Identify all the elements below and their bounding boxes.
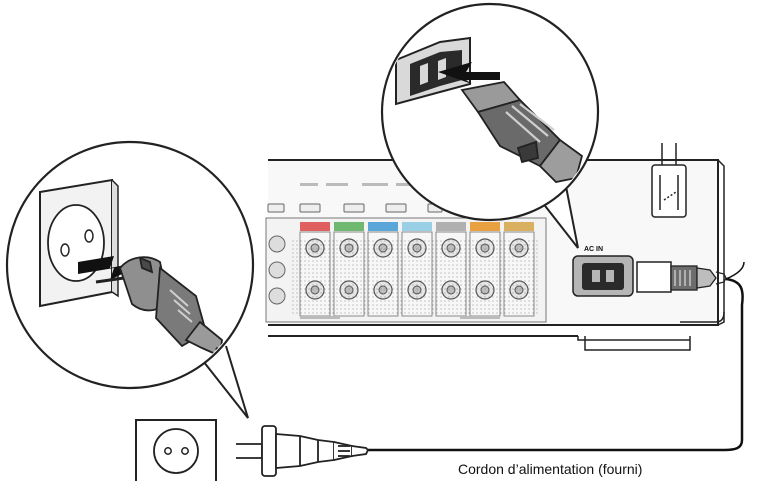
iec-socket-closeup-icon — [395, 36, 471, 106]
power-cord — [368, 261, 745, 452]
magnifier-top — [380, 2, 600, 222]
power-plug-icon — [236, 425, 370, 477]
power-cord-caption: Cordon d’alimentation (fourni) — [458, 461, 642, 477]
terminal-color-tag — [402, 222, 432, 231]
wall-outlet-icon — [135, 419, 217, 481]
ac-in-socket: AC IN — [572, 246, 634, 297]
magnifier-left — [5, 140, 255, 390]
wall-socket-closeup-icon — [39, 178, 119, 308]
terminal-color-tag — [504, 222, 534, 231]
ac-in-label: AC IN — [584, 246, 603, 253]
speaker-terminals — [265, 217, 547, 323]
terminal-color-tag — [436, 222, 466, 231]
iec-plug-closeup-icon — [460, 81, 595, 196]
cable-clip — [651, 143, 687, 218]
panel-label-row — [300, 183, 410, 186]
hdmi-row — [267, 203, 443, 213]
insert-arrow-icon — [438, 62, 500, 84]
terminal-color-tag — [368, 222, 398, 231]
iec-connector-icon — [636, 261, 727, 293]
callout-pointer-left — [195, 345, 249, 419]
cord-bundle — [577, 311, 725, 341]
insert-arrow-icon — [78, 256, 150, 280]
terminal-color-tag — [470, 222, 500, 231]
terminal-color-tag — [334, 222, 364, 231]
terminal-color-tag — [300, 222, 330, 231]
